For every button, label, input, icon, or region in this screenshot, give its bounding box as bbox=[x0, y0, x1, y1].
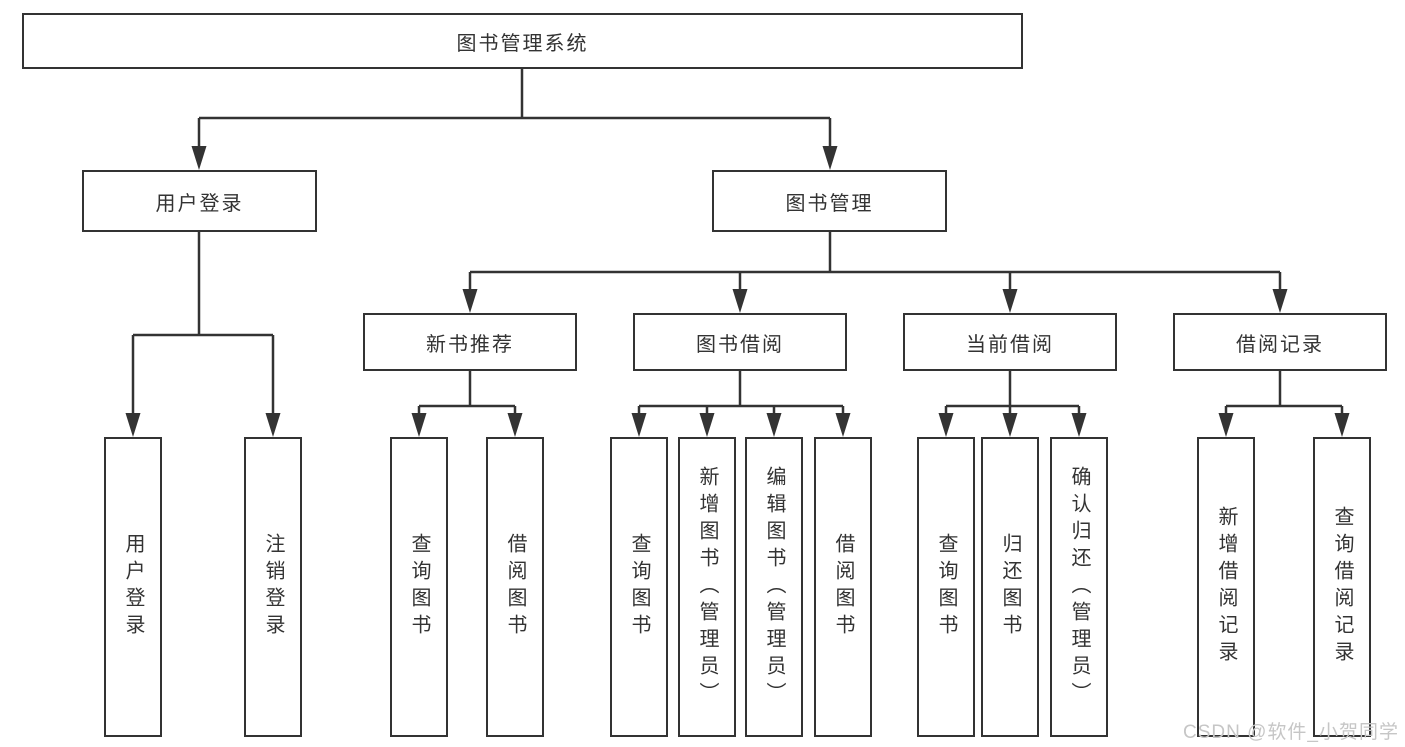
node-label: 借阅记录 bbox=[1236, 333, 1324, 356]
leaf-current-confirm-return-admin: 确认归还（管理员） bbox=[1050, 437, 1108, 737]
leaf-label: 编辑图书（管理员） bbox=[763, 465, 785, 709]
leaf-borrow-query-books: 查询图书 bbox=[610, 437, 668, 737]
leaf-recommend-query-books: 查询图书 bbox=[390, 437, 448, 737]
leaf-logout: 注销登录 bbox=[244, 437, 302, 737]
leaf-borrow-borrow-books: 借阅图书 bbox=[814, 437, 872, 737]
leaf-label: 查询图书 bbox=[628, 533, 650, 641]
node-new-book-recommendation: 新书推荐 bbox=[363, 313, 577, 371]
leaf-label: 借阅图书 bbox=[504, 533, 526, 641]
node-book-borrowing: 图书借阅 bbox=[633, 313, 847, 371]
node-book-management: 图书管理 bbox=[712, 170, 947, 232]
leaf-user-login: 用户登录 bbox=[104, 437, 162, 737]
leaf-label: 注销登录 bbox=[262, 533, 284, 641]
node-label: 当前借阅 bbox=[966, 333, 1054, 356]
node-label: 用户登录 bbox=[155, 192, 244, 215]
node-borrowing-records: 借阅记录 bbox=[1173, 313, 1387, 371]
leaf-records-add-record: 新增借阅记录 bbox=[1197, 437, 1255, 737]
node-label: 图书管理系统 bbox=[456, 32, 589, 55]
node-user-login: 用户登录 bbox=[82, 170, 317, 232]
leaf-borrow-add-books-admin: 新增图书（管理员） bbox=[678, 437, 736, 737]
leaf-label: 确认归还（管理员） bbox=[1068, 465, 1090, 709]
csdn-watermark: CSDN @软件_小贺同学 bbox=[1183, 722, 1399, 743]
leaf-label: 归还图书 bbox=[999, 533, 1021, 641]
node-label: 图书借阅 bbox=[696, 333, 784, 356]
leaf-label: 新增借阅记录 bbox=[1215, 506, 1237, 668]
leaf-label: 查询借阅记录 bbox=[1331, 506, 1353, 668]
node-current-borrowing: 当前借阅 bbox=[903, 313, 1117, 371]
leaf-label: 用户登录 bbox=[122, 533, 144, 641]
leaf-label: 新增图书（管理员） bbox=[696, 465, 718, 709]
leaf-label: 查询图书 bbox=[935, 533, 957, 641]
leaf-label: 借阅图书 bbox=[832, 533, 854, 641]
leaf-current-query-books: 查询图书 bbox=[917, 437, 975, 737]
leaf-recommend-borrow-books: 借阅图书 bbox=[486, 437, 544, 737]
leaf-current-return-books: 归还图书 bbox=[981, 437, 1039, 737]
node-label: 图书管理 bbox=[785, 192, 874, 215]
node-label: 新书推荐 bbox=[426, 333, 514, 356]
leaf-records-query-record: 查询借阅记录 bbox=[1313, 437, 1371, 737]
node-book-management-system: 图书管理系统 bbox=[22, 13, 1023, 69]
arrow-down-icons bbox=[125, 146, 1350, 437]
leaf-label: 查询图书 bbox=[408, 533, 430, 641]
leaf-borrow-edit-books-admin: 编辑图书（管理员） bbox=[745, 437, 803, 737]
